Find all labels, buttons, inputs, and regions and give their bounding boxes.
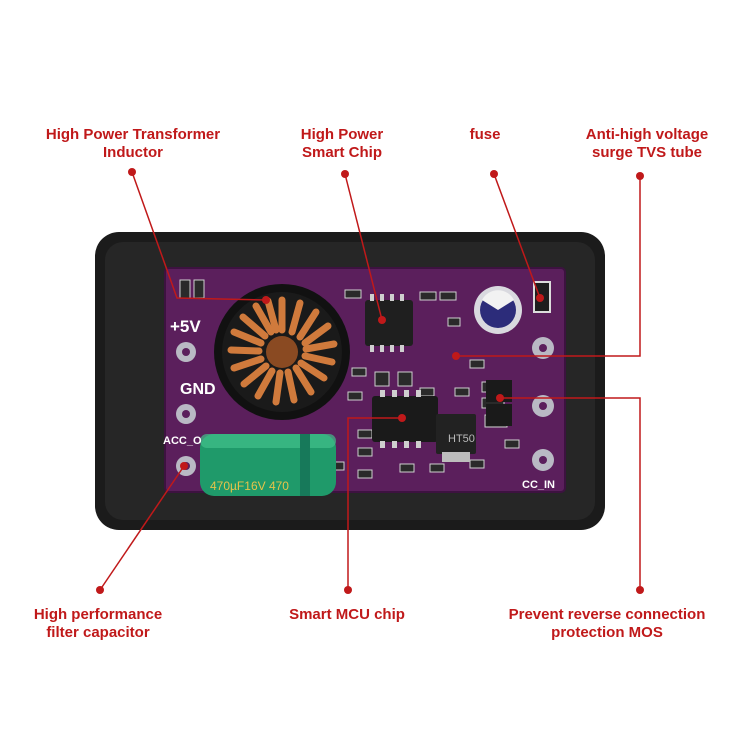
pin-pad-5v [176, 342, 196, 362]
callout-mcu-line1: Smart MCU chip [289, 606, 405, 623]
silk-cc-in: CC_IN [522, 479, 555, 491]
callout-smart-chip: High Power Smart Chip [282, 126, 402, 162]
leader-mos [500, 397, 641, 590]
leader-tvs [456, 176, 641, 357]
callout-inductor: High Power Transformer Inductor [20, 126, 246, 162]
callout-fuse-line1: fuse [469, 126, 501, 143]
silk-5v: +5V [170, 317, 201, 336]
leader-mcu [347, 417, 402, 590]
callout-mos-line1: Prevent reverse connection [508, 606, 706, 623]
callout-inductor-line1: High Power Transformer [45, 126, 221, 143]
silk-gnd: GND [180, 381, 216, 398]
callout-smart-chip-line1: High Power [300, 126, 384, 143]
callout-dots [96, 168, 644, 594]
power-chip [365, 300, 413, 346]
callout-inductor-line2: Inductor [103, 144, 163, 161]
silk-ht50: HT50 [448, 433, 475, 445]
callout-mcu: Smart MCU chip [272, 606, 422, 624]
pin-pad-right-2 [532, 395, 554, 417]
callout-tvs: Anti-high voltage surge TVS tube [572, 126, 722, 162]
callout-smart-chip-line2: Smart Chip [301, 144, 382, 161]
leader-inductor [131, 171, 267, 301]
callout-capacitor: High performance filter capacitor [18, 606, 178, 642]
mos-transistor-b [486, 404, 512, 426]
callout-capacitor-line1: High performance [33, 606, 163, 623]
pin-pad-right-3 [532, 449, 554, 471]
ht50-regulator [436, 414, 476, 454]
leader-capacitor [99, 465, 185, 591]
small-electrolytic-capacitor [474, 286, 522, 334]
silk-acc: ACC_O [163, 435, 202, 447]
leader-fuse [493, 173, 541, 299]
toroidal-inductor [214, 284, 350, 420]
callout-tvs-line2: surge TVS tube [591, 144, 703, 161]
mos-transistor-a [486, 380, 512, 402]
pin-pad-gnd [176, 404, 196, 424]
callout-capacitor-line2: filter capacitor [46, 624, 150, 641]
pin-pad-right-1 [532, 337, 554, 359]
leader-smart-chip [344, 173, 383, 321]
callout-mos-line2: protection MOS [551, 624, 663, 641]
callout-leaders [99, 171, 641, 591]
callout-tvs-line1: Anti-high voltage [585, 126, 709, 143]
callout-fuse: fuse [452, 126, 518, 144]
callout-mos: Prevent reverse connection protection MO… [494, 606, 720, 642]
capacitor-marking: 470µF16V 470 [210, 479, 289, 493]
filter-capacitor [200, 434, 336, 496]
